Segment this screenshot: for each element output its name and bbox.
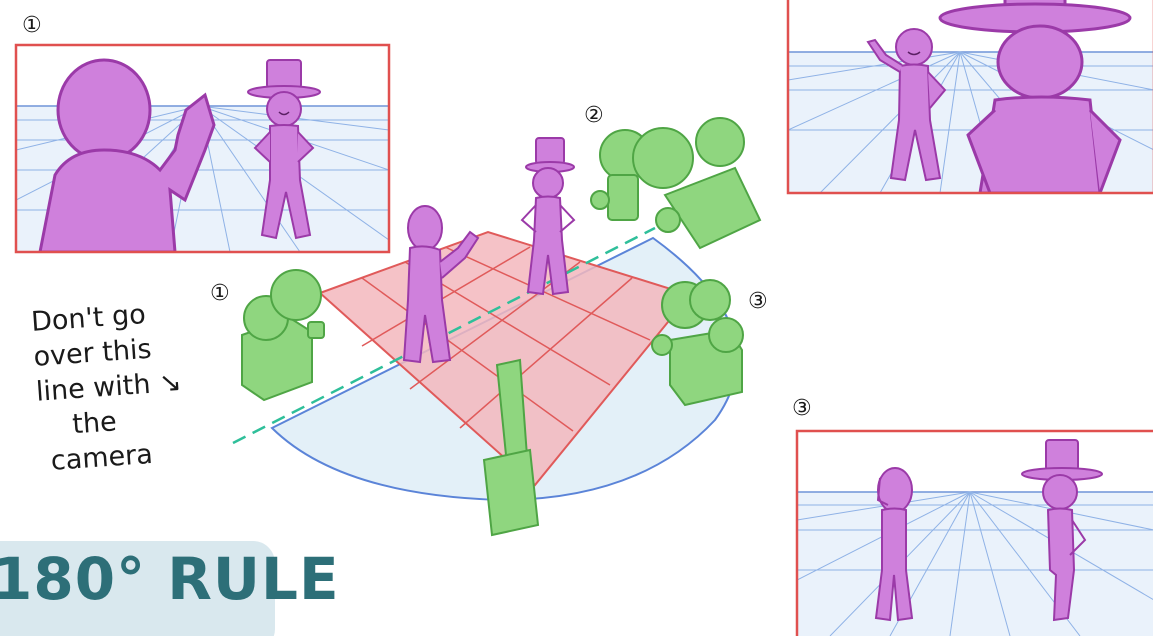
title-text: 180° RULE: [0, 545, 340, 613]
handwritten-note: Don't go over this line with ↘ the camer…: [30, 291, 242, 480]
panel-3: [797, 431, 1153, 636]
panel-1: [16, 45, 389, 252]
camera-2-number: ②: [584, 103, 604, 128]
camera-3-number: ③: [748, 289, 768, 314]
panel-2: [788, 0, 1153, 193]
panel-1-number: ①: [22, 13, 42, 38]
panel-3-number: ③: [792, 396, 812, 421]
camera-2: [591, 118, 760, 248]
camera-1: [242, 270, 324, 400]
